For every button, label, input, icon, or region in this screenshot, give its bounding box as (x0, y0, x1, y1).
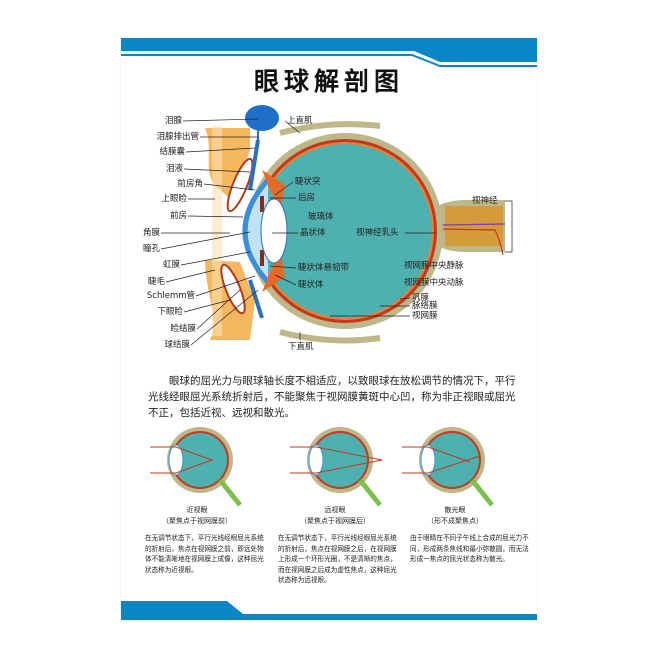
lacrimal-gland (245, 105, 279, 131)
astigmatism-note: （形不成聚焦点） (427, 517, 483, 525)
hyperopia-caption: 远视眼 （聚焦点于视网膜后） (270, 505, 400, 527)
label-upper-eyelid: 上眼睑 (161, 194, 187, 204)
header-band (121, 38, 537, 62)
lens (260, 198, 288, 264)
superior-rectus (279, 121, 381, 136)
label-sclera: 巩膜 (412, 293, 430, 303)
hyperopia-description: 在无调节状态下，平行光线经眼屈光系统的折射后，焦点在视网膜之后，在视网膜上形成一… (278, 534, 397, 584)
hyperopia-diagram (290, 427, 383, 507)
myopia-diagram (150, 427, 242, 507)
intro-paragraph: 眼球的屈光力与眼球轴长度不相适应，以致眼球在放松调节的情况下，平行光线经眼屈光系… (148, 375, 516, 419)
label-lacrimal-duct: 泪腺排出管 (156, 132, 199, 142)
label-inferior-rectus: 下直肌 (288, 342, 314, 352)
myopia-note: （聚焦点于视网膜前） (162, 517, 232, 525)
label-schlemm-canal: Schlemm管 (146, 291, 195, 301)
hyperopia-note: （聚焦点于视网膜后） (300, 517, 370, 525)
label-chamber-angle: 前房角 (177, 179, 203, 189)
astigmatism-description: 由于眼睛在不同子午线上合成的屈光力不同，形成两条焦线和最小弥散圆，而无法形成一焦… (410, 534, 529, 563)
hyperopia-title: 远视眼 (324, 506, 346, 514)
label-iris: 虹膜 (162, 260, 180, 270)
label-lacrimal-gland: 泪腺 (164, 116, 182, 126)
label-central-retinal-artery: 视网膜中央动脉 (404, 278, 464, 288)
label-anterior-chamber: 前房 (169, 211, 187, 221)
label-lens: 晶状体 (300, 228, 326, 238)
label-zonule: 睫状体悬韧带 (298, 263, 350, 273)
label-superior-rectus: 上直肌 (287, 116, 313, 126)
page-title: 眼球解剖图 (253, 67, 404, 96)
myopia-title: 近视眼 (186, 506, 208, 514)
leader-lines (160, 118, 513, 346)
astigmatism-diagram (402, 427, 494, 507)
vitreous-body (258, 144, 432, 318)
label-central-retinal-vein: 视网膜中央静脉 (404, 261, 464, 271)
label-optic-nerve: 视神经 (472, 196, 498, 206)
label-vitreous: 玻璃体 (308, 212, 334, 222)
label-ciliary-process: 睫状突 (295, 177, 321, 187)
label-ciliary-body: 睫状体 (298, 280, 324, 290)
header-stripe (121, 54, 537, 67)
inferior-rectus (279, 329, 381, 344)
astigmatism-caption: 散光眼 （形不成聚焦点） (390, 505, 520, 527)
label-posterior-chamber: 后房 (298, 193, 316, 203)
label-palpebral-conjunctiva: 睑结膜 (170, 324, 196, 334)
label-conjunctival-sac: 结膜囊 (159, 147, 185, 157)
label-lower-eyelid: 下眼睑 (157, 307, 183, 317)
label-optic-disc: 视神经乳头 (356, 228, 399, 238)
iris-lower (260, 250, 264, 266)
label-pupil: 瞳孔 (142, 244, 160, 254)
myopia-caption: 近视眼 （聚焦点于视网膜前） (132, 505, 262, 527)
label-bulbar-conjunctiva: 球结膜 (164, 340, 190, 350)
label-retina: 视网膜 (412, 311, 438, 321)
label-eyelash: 睫毛 (147, 277, 165, 287)
label-tears: 泪液 (165, 164, 183, 174)
iris-upper (260, 196, 264, 212)
astigmatism-title: 散光眼 (444, 506, 466, 514)
label-cornea: 角膜 (142, 228, 160, 238)
footer-band (121, 601, 537, 620)
label-choroid: 脉络膜 (412, 301, 438, 311)
myopia-description: 在无调节状态下，平行光线经眼屈光系统的折射后，焦点在视网膜之前，即远处物体不能清… (145, 534, 264, 574)
